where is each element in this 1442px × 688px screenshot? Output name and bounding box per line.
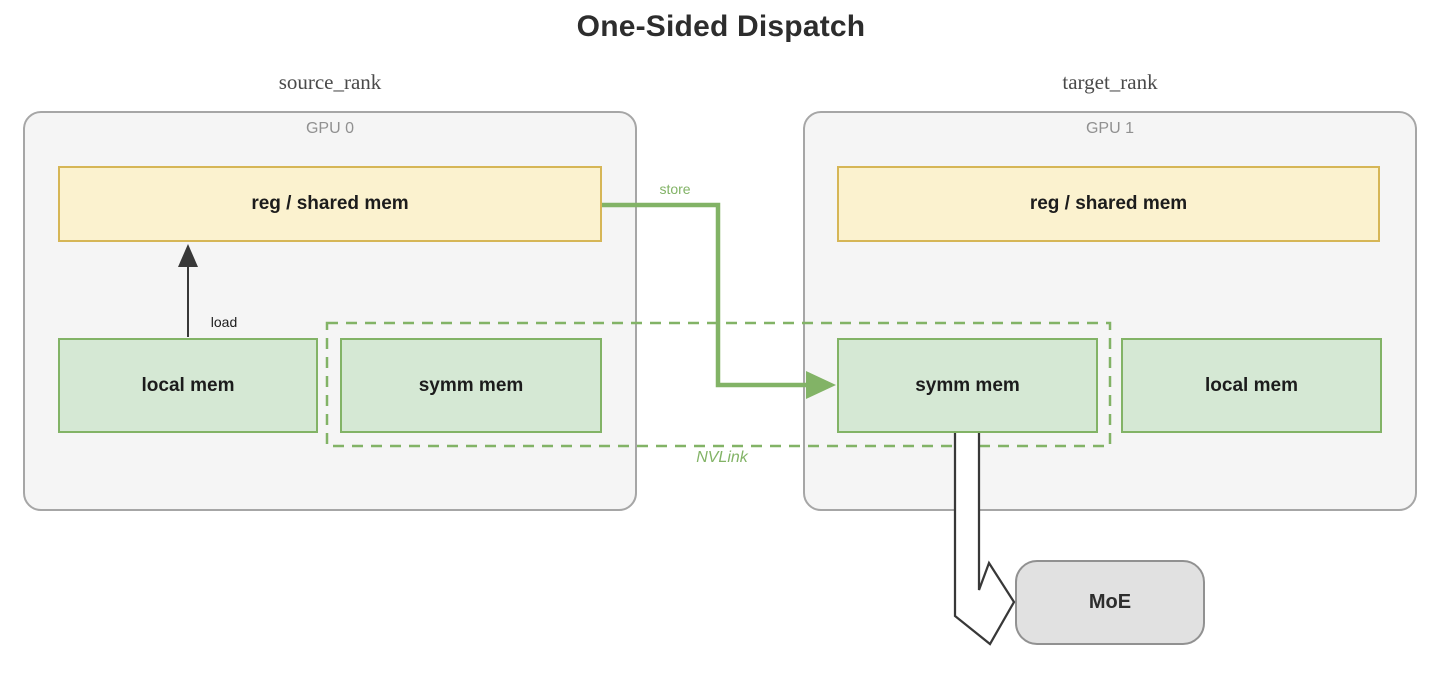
page-title: One-Sided Dispatch bbox=[576, 10, 866, 43]
gpu1-local-mem-box: local mem bbox=[1121, 338, 1382, 433]
source-rank-label: source_rank bbox=[278, 70, 382, 94]
nvlink-edge-label: NVLink bbox=[696, 449, 748, 466]
store-edge-label: store bbox=[659, 181, 691, 197]
target-rank-label: target_rank bbox=[1062, 70, 1158, 94]
gpu0-local-mem-box: local mem bbox=[58, 338, 318, 433]
moe-node: MoE bbox=[1015, 560, 1205, 645]
gpu0-symm-mem-label: symm mem bbox=[418, 374, 524, 396]
moe-label: MoE bbox=[1088, 591, 1132, 613]
gpu0-local-mem-label: local mem bbox=[141, 374, 235, 396]
gpu0-reg-shared-mem-box: reg / shared mem bbox=[58, 166, 602, 242]
gpu1-label: GPU 1 bbox=[1085, 120, 1134, 137]
gpu1-symm-mem-label: symm mem bbox=[915, 374, 1020, 396]
gpu0-label: GPU 0 bbox=[305, 120, 354, 137]
gpu1-symm-mem-box: symm mem bbox=[837, 338, 1098, 433]
gpu0-reg-shared-mem-label: reg / shared mem bbox=[251, 193, 409, 214]
gpu0-symm-mem-box: symm mem bbox=[340, 338, 602, 433]
gpu1-reg-shared-mem-label: reg / shared mem bbox=[1029, 193, 1188, 214]
load-edge-label: load bbox=[210, 314, 238, 330]
gpu1-local-mem-label: local mem bbox=[1205, 374, 1298, 396]
gpu1-reg-shared-mem-box: reg / shared mem bbox=[837, 166, 1380, 242]
